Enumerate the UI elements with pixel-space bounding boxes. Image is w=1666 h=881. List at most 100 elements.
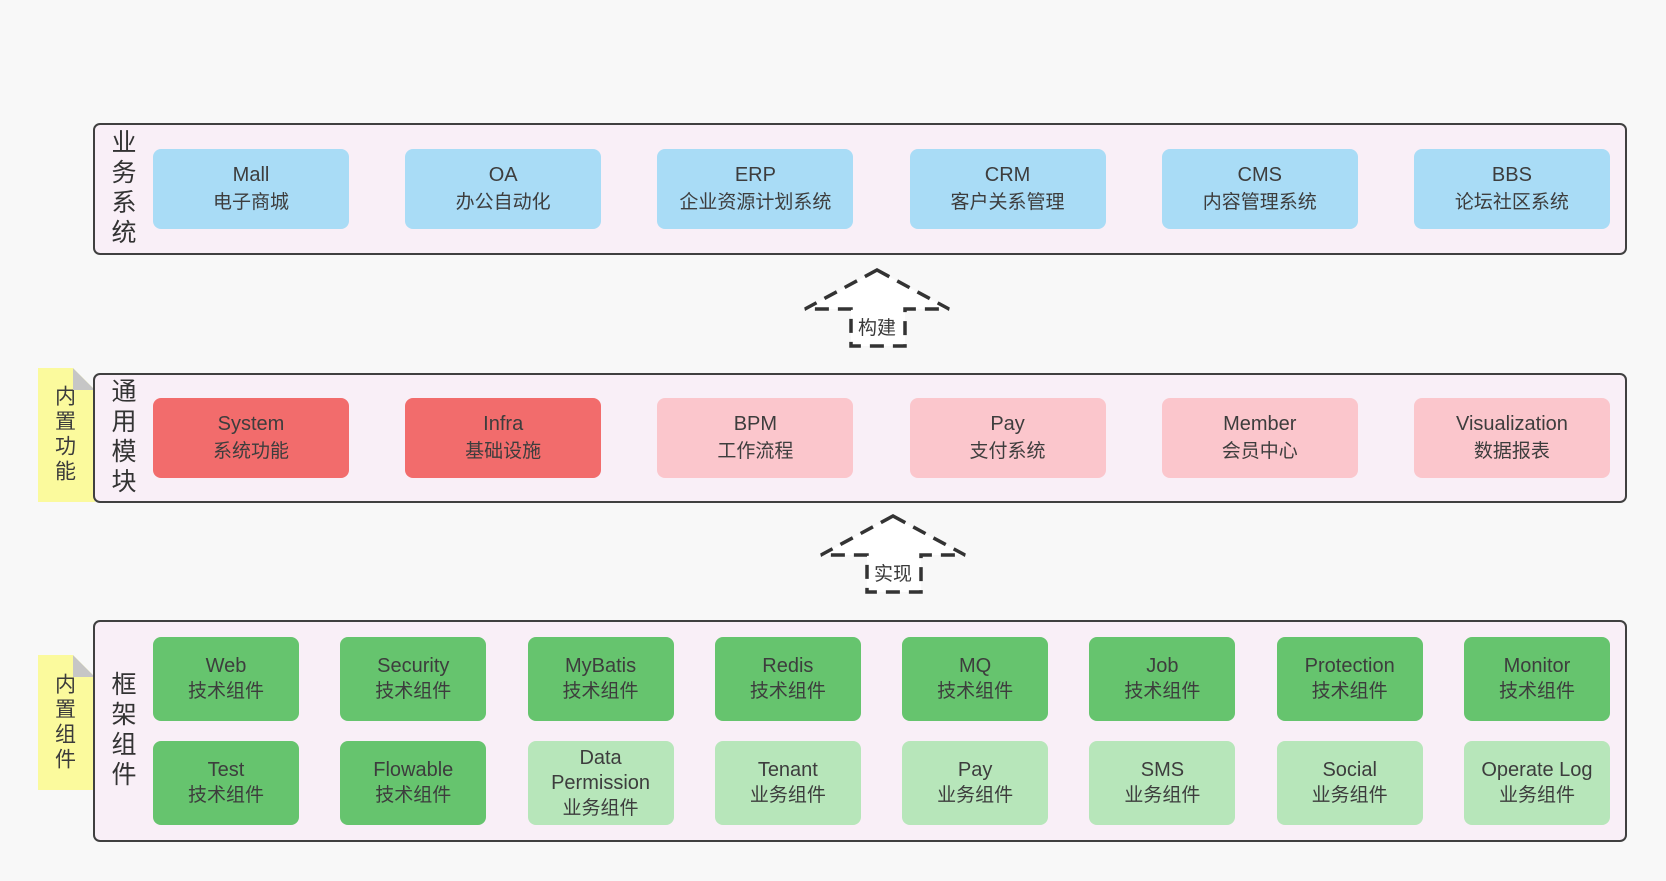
box-redis: Redis 技术组件	[714, 637, 861, 721]
box-title: BBS	[1491, 164, 1532, 186]
box-subtitle: 工作流程	[717, 441, 794, 462]
box-operate-log: Operate Log 业务组件	[1463, 741, 1610, 825]
box-subtitle: 业务组件	[1311, 785, 1388, 806]
box-bpm: BPM 工作流程	[657, 398, 854, 478]
box-pay: Pay 支付系统	[909, 398, 1106, 478]
sticky-note-label: 内置功能	[52, 385, 76, 485]
section-common-modules: 通用模块 System 系统功能 Infra 基础设施 BPM 工作流程 Pay 支付系统 Me…	[93, 373, 1627, 503]
box-web: Web 技术组件	[153, 637, 299, 721]
box-oa: OA 办公自动化	[405, 149, 602, 229]
box-title: Web	[205, 655, 247, 677]
box-subtitle: 内容管理系统	[1202, 192, 1317, 213]
box-subtitle: 技术组件	[1124, 681, 1201, 702]
box-title: OA	[488, 164, 518, 186]
box-data-permission: Data Permission 业务组件	[527, 741, 674, 825]
box-erp: ERP 企业资源计划系统	[657, 149, 854, 229]
box-mybatis: MyBatis 技术组件	[527, 637, 674, 721]
box-subtitle: 技术组件	[375, 681, 452, 702]
box-subtitle: 技术组件	[937, 681, 1014, 702]
box-title: MyBatis	[565, 655, 637, 677]
box-subtitle: 业务组件	[562, 797, 639, 819]
box-subtitle: 论坛社区系统	[1454, 192, 1569, 213]
arrow-build: 构建	[802, 267, 952, 349]
box-system: System 系统功能	[153, 398, 349, 478]
box-title: Visualization	[1455, 413, 1568, 435]
box-cms: CMS 内容管理系统	[1161, 149, 1358, 229]
box-subtitle: 技术组件	[375, 785, 452, 806]
box-flowable: Flowable 技术组件	[340, 741, 487, 825]
arrow-label: 构建	[857, 318, 896, 339]
box-monitor: Monitor 技术组件	[1463, 637, 1610, 721]
modules-box-row: System 系统功能 Infra 基础设施 BPM 工作流程 Pay 支付系统 Member 会…	[153, 398, 1610, 478]
note-folded-corner-icon	[73, 368, 95, 390]
box-tenant: Tenant 业务组件	[714, 741, 861, 825]
box-title: Infra	[483, 413, 524, 435]
box-subtitle: 数据报表	[1473, 441, 1550, 462]
box-title: System	[217, 413, 285, 435]
box-title: Tenant	[757, 759, 818, 781]
box-bbs: BBS 论坛社区系统	[1413, 149, 1610, 229]
arrow-implement: 实现	[818, 513, 968, 595]
box-subtitle: 业务组件	[749, 785, 826, 806]
box-subtitle: 技术组件	[187, 681, 264, 702]
box-title: Redis	[762, 655, 814, 677]
box-title: Monitor	[1503, 655, 1571, 677]
box-title: Member	[1223, 413, 1297, 435]
box-subtitle: 企业资源计划系统	[679, 192, 832, 213]
box-title: BPM	[733, 413, 778, 435]
arrow-label: 实现	[873, 564, 912, 585]
box-title: Protection	[1304, 655, 1395, 677]
section-label-business: 业务系统	[108, 129, 136, 249]
box-sms: SMS 业务组件	[1089, 741, 1236, 825]
box-member: Member 会员中心	[1161, 398, 1358, 478]
box-title: Security	[377, 655, 450, 677]
box-subtitle: 会员中心	[1221, 441, 1298, 462]
box-subtitle: 客户关系管理	[950, 192, 1065, 213]
box-subtitle: 业务组件	[1498, 785, 1575, 806]
box-title: SMS	[1140, 759, 1185, 781]
sticky-note-label: 内置组件	[52, 672, 76, 773]
box-subtitle: 办公自动化	[455, 192, 551, 213]
box-title: Social	[1322, 759, 1377, 781]
box-crm: CRM 客户关系管理	[909, 149, 1106, 229]
box-title: Flowable	[373, 759, 454, 781]
box-title: Pay	[990, 413, 1025, 435]
dashed-up-arrow-icon	[804, 268, 950, 348]
box-subtitle: 系统功能	[212, 441, 289, 462]
box-subtitle: 基础设施	[465, 441, 542, 462]
dashed-up-arrow-icon	[820, 514, 966, 594]
box-title: Data Permission	[551, 746, 651, 794]
box-subtitle: 支付系统	[969, 441, 1046, 462]
note-folded-corner-icon	[73, 655, 95, 677]
section-label-framework: 框架组件	[108, 671, 136, 791]
box-infra: Infra 基础设施	[405, 398, 602, 478]
box-title: CRM	[984, 164, 1031, 186]
box-mq: MQ 技术组件	[902, 637, 1049, 721]
box-title: Pay	[957, 759, 993, 781]
sticky-note-builtin-features: 内置功能	[38, 368, 95, 502]
box-social: Social 业务组件	[1276, 741, 1423, 825]
box-title: Operate Log	[1481, 759, 1593, 781]
box-subtitle: 业务组件	[937, 785, 1014, 806]
box-title: MQ	[959, 655, 992, 677]
section-label-modules: 通用模块	[108, 378, 136, 498]
box-subtitle: 电子商城	[212, 192, 289, 213]
box-title: CMS	[1237, 164, 1282, 186]
sticky-note-builtin-components: 内置组件	[38, 655, 95, 790]
box-subtitle: 技术组件	[187, 785, 264, 806]
box-subtitle: 业务组件	[1124, 785, 1201, 806]
box-subtitle: 技术组件	[562, 681, 639, 702]
box-visualization: Visualization 数据报表	[1413, 398, 1610, 478]
box-title: ERP	[734, 164, 776, 186]
box-subtitle: 技术组件	[749, 681, 826, 702]
box-subtitle: 技术组件	[1498, 681, 1575, 702]
